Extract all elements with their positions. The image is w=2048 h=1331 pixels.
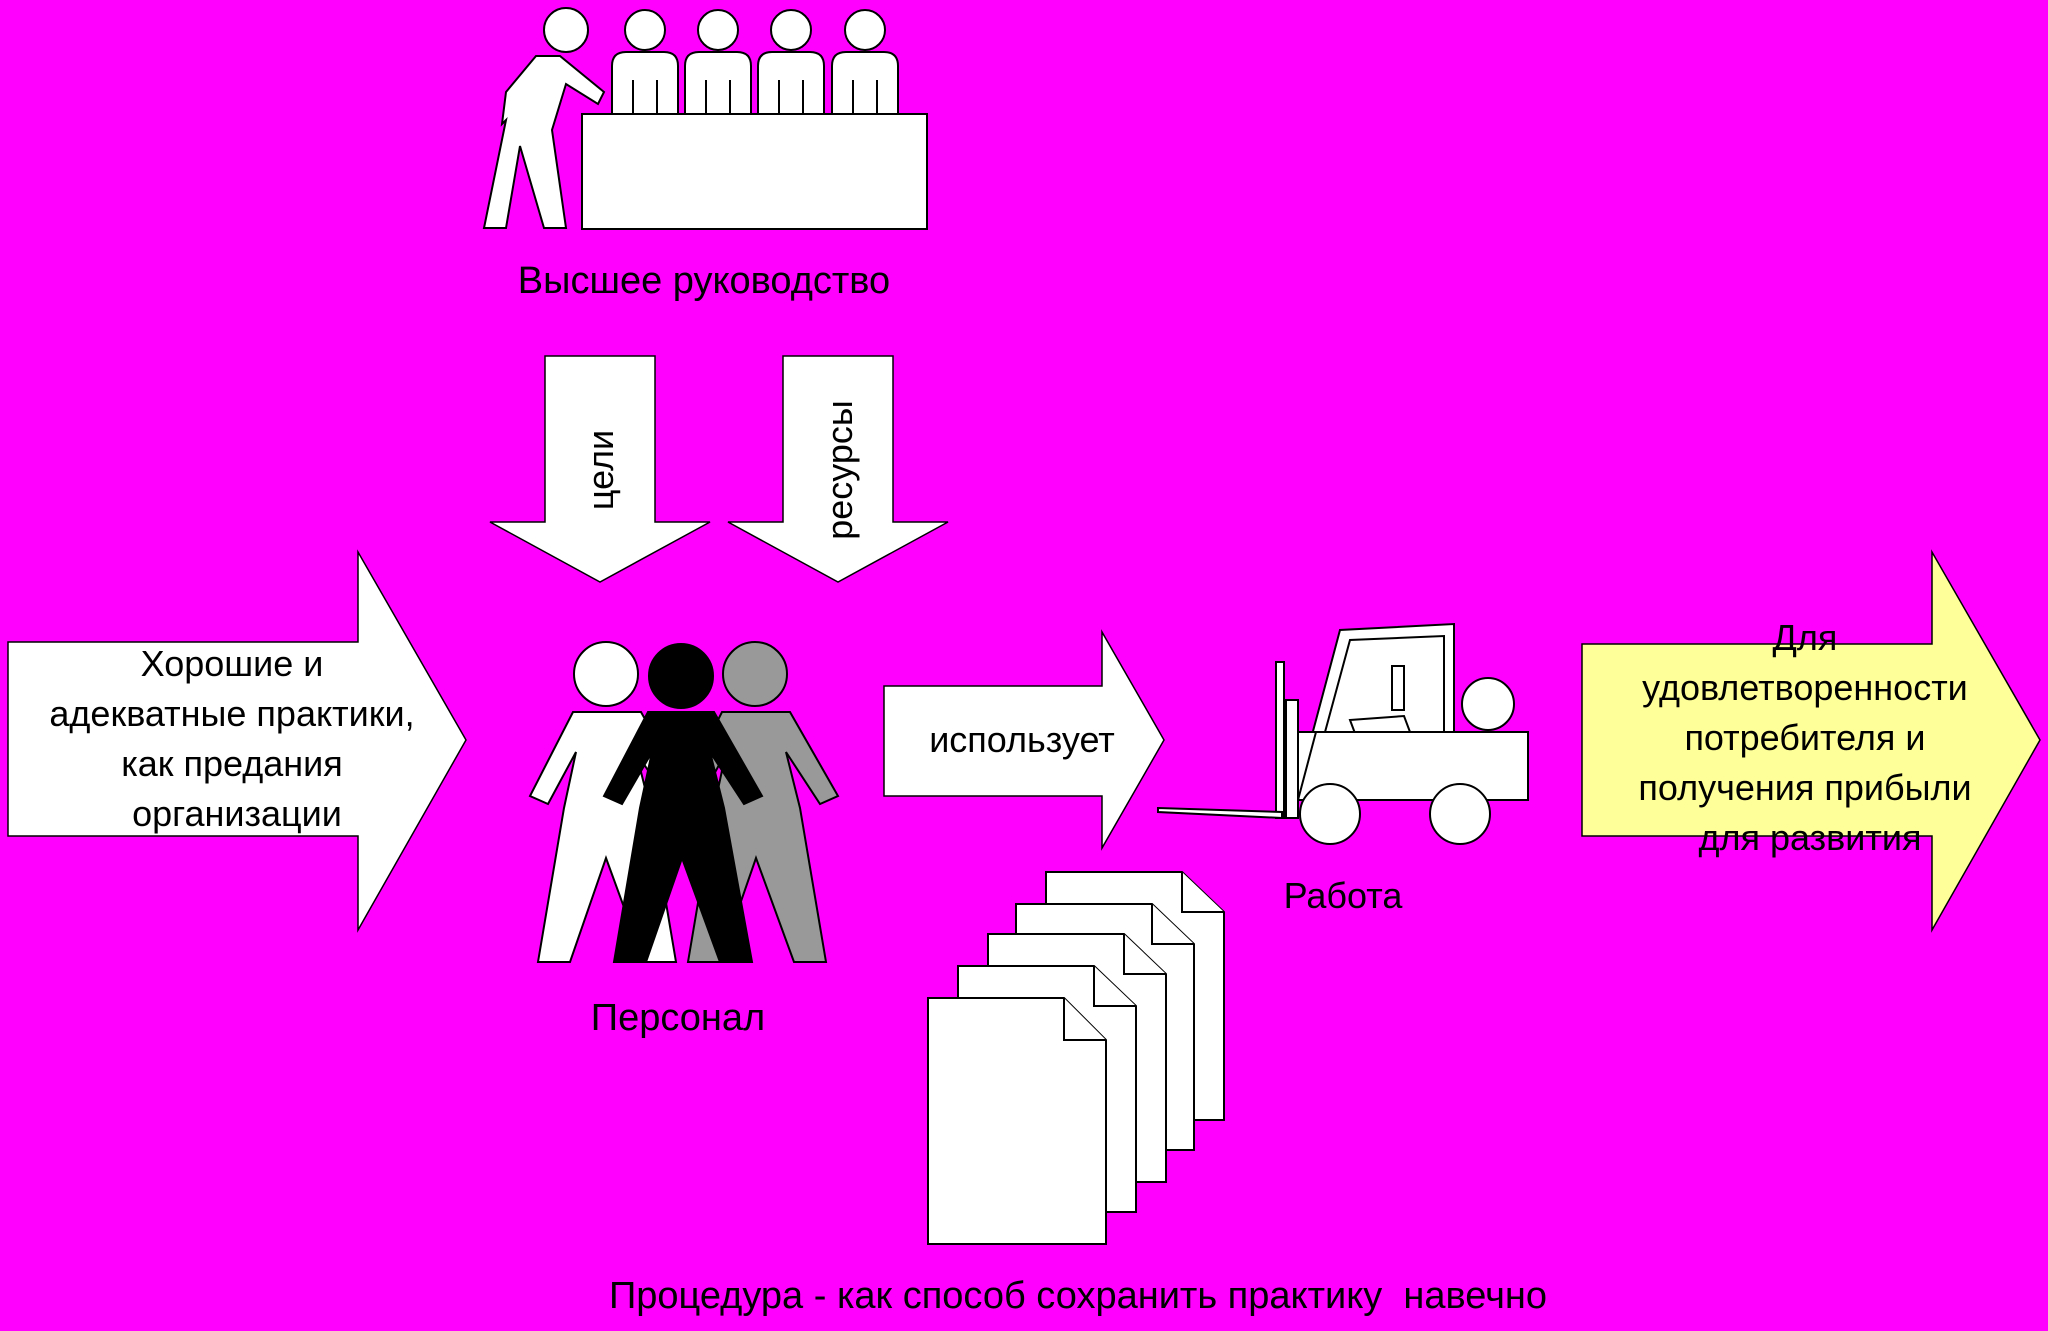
staff-label: Персонал <box>591 997 765 1039</box>
practices-arrow-label: Хорошие и адекватные практики, как преда… <box>49 643 424 834</box>
document-stack-icon <box>927 871 1225 1245</box>
practices-arrow: Хорошие и адекватные практики, как преда… <box>7 549 467 933</box>
resources-arrow: ресурсы <box>727 355 949 583</box>
procedure-caption: Процедура - как способ сохранить практик… <box>609 1275 1547 1317</box>
outcome-line-3: потребителя и <box>1684 717 1925 758</box>
practices-line-4: организации <box>132 793 342 834</box>
uses-arrow: использует <box>883 629 1165 851</box>
forklift-icon <box>1157 622 1529 845</box>
top-management-label: Высшее руководство <box>518 260 890 302</box>
outcome-arrow-label: Для удовлетворенности потребителя и полу… <box>1638 617 1981 858</box>
outcome-line-2: удовлетворенности <box>1642 667 1968 708</box>
resources-arrow-label: ресурсы <box>819 400 860 540</box>
practices-line-3: как предания <box>121 743 343 784</box>
practices-line-2: адекватные практики, <box>49 693 414 734</box>
outcome-line-1: Для <box>1773 617 1838 658</box>
goals-arrow: цели <box>489 355 711 583</box>
work-label: Работа <box>1284 875 1404 916</box>
people-group-icon <box>528 641 840 963</box>
practices-line-1: Хорошие и <box>141 643 324 684</box>
goals-arrow-label: цели <box>580 430 621 510</box>
outcome-arrow: Для удовлетворенности потребителя и полу… <box>1581 549 2041 933</box>
outcome-line-5: для развития <box>1699 817 1922 858</box>
board-meeting-icon <box>482 7 928 230</box>
uses-arrow-label: использует <box>929 719 1115 760</box>
outcome-line-4: получения прибыли <box>1638 767 1971 808</box>
